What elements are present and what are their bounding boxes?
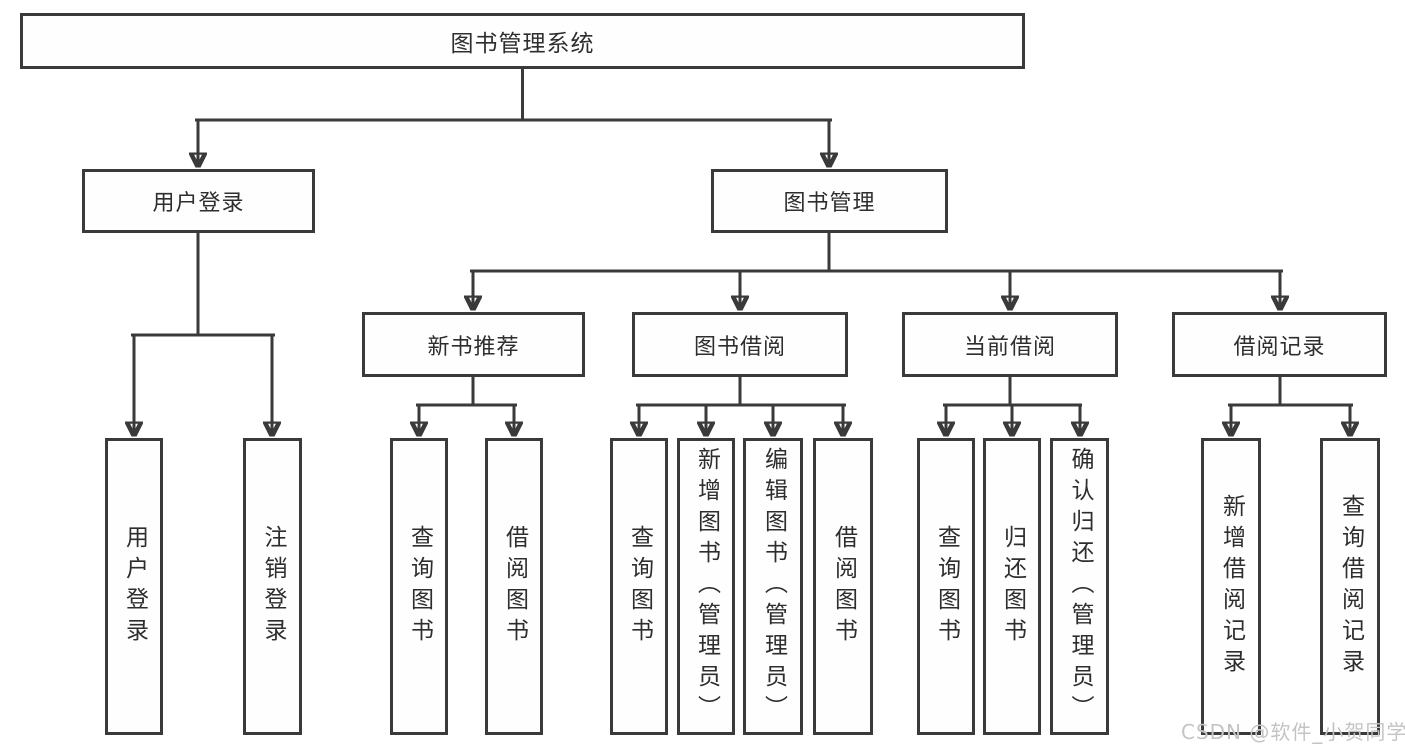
csdn-watermark: CSDN @软件_小贺同学 xyxy=(1181,720,1405,744)
leaf-edit-books-admin: 编辑图书（管理员） xyxy=(743,438,803,735)
leaf-logout: 注销登录 xyxy=(243,438,302,735)
leaf-user-login: 用户登录 xyxy=(105,438,163,735)
leaf-query-books-current: 查询图书 xyxy=(917,438,975,735)
leaf-query-borrow-record: 查询借阅记录 xyxy=(1320,438,1380,735)
node-borrowing-records: 借阅记录 xyxy=(1172,312,1387,377)
leaf-return-books: 归还图书 xyxy=(983,438,1041,735)
node-user-login: 用户登录 xyxy=(82,169,315,233)
node-book-borrowing: 图书借阅 xyxy=(632,312,848,377)
leaf-borrow-books: 借阅图书 xyxy=(813,438,873,735)
node-new-book-recommendation: 新书推荐 xyxy=(362,312,585,377)
node-current-borrowing: 当前借阅 xyxy=(902,312,1118,377)
leaf-query-books-borrow: 查询图书 xyxy=(610,438,668,735)
leaf-query-books-recommend: 查询图书 xyxy=(390,438,448,735)
leaf-confirm-return-admin: 确认归还（管理员） xyxy=(1050,438,1109,735)
leaf-borrow-books-recommend: 借阅图书 xyxy=(485,438,543,735)
node-library-management-system: 图书管理系统 xyxy=(20,13,1025,69)
node-book-management: 图书管理 xyxy=(711,169,948,233)
leaf-add-borrow-record: 新增借阅记录 xyxy=(1201,438,1261,735)
leaf-add-books-admin: 新增图书（管理员） xyxy=(677,438,735,735)
